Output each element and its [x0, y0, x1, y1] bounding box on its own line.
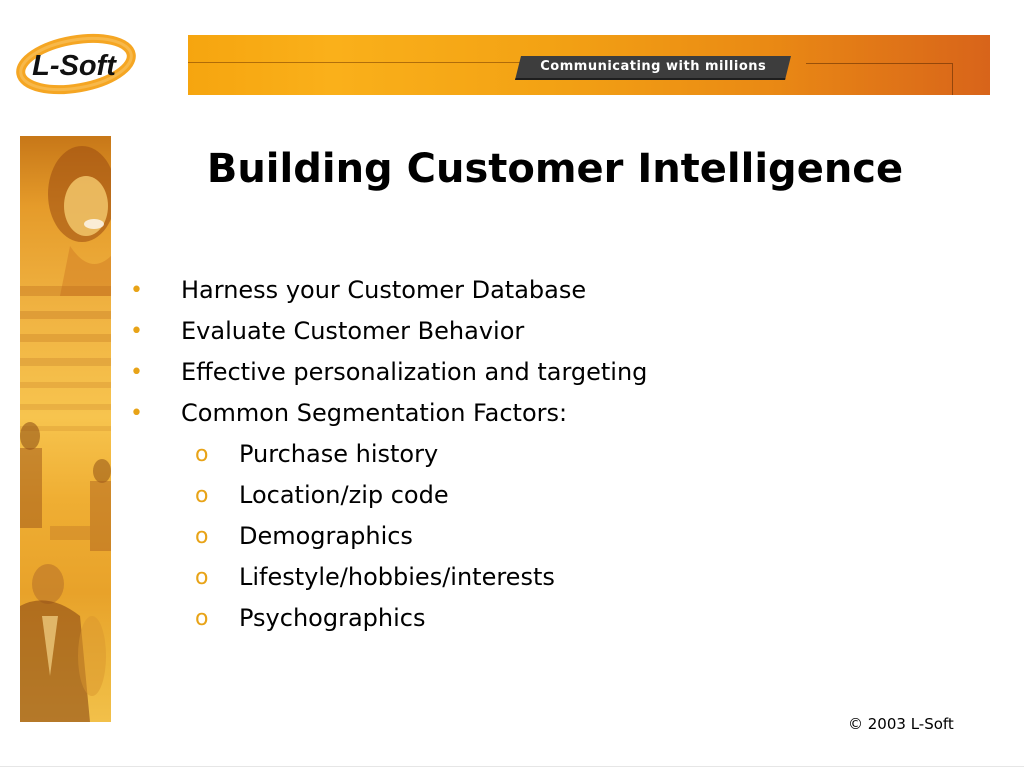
sub-list-item-text: Demographics	[239, 522, 413, 550]
sub-bullet-icon: o	[195, 524, 209, 549]
sub-list-item-text: Lifestyle/hobbies/interests	[239, 563, 555, 591]
list-item-text: Common Segmentation Factors:	[181, 399, 568, 427]
tagline-text: Communicating with millions	[540, 59, 767, 74]
list-item-text: Harness your Customer Database	[181, 276, 587, 304]
copyright-footer: © 2003 L-Soft	[848, 715, 954, 733]
logo-text: L-Soft	[32, 50, 117, 82]
banner-rule	[806, 63, 952, 64]
banner-rule	[952, 63, 953, 95]
bottom-divider	[0, 766, 1024, 767]
decorative-photo-strip	[20, 136, 111, 722]
sub-bullet-icon: o	[195, 483, 209, 508]
list-item: • Harness your Customer Database	[130, 270, 647, 311]
list-item: • Common Segmentation Factors:	[130, 393, 647, 434]
sub-list-item: o Lifestyle/hobbies/interests	[130, 557, 647, 598]
sub-list-item-text: Purchase history	[239, 440, 439, 468]
sub-list-item: o Location/zip code	[130, 475, 647, 516]
sub-list-item-text: Psychographics	[239, 604, 426, 632]
sub-bullet-icon: o	[195, 606, 209, 631]
list-item-text: Effective personalization and targeting	[181, 358, 648, 386]
bullet-icon: •	[130, 360, 143, 385]
banner-rule	[188, 62, 528, 63]
list-item: • Evaluate Customer Behavior	[130, 311, 647, 352]
sub-list-item-text: Location/zip code	[239, 481, 449, 509]
l-soft-logo: L-Soft	[16, 33, 136, 95]
people-collage-image	[20, 146, 111, 722]
sub-list-item: o Demographics	[130, 516, 647, 557]
sub-bullet-icon: o	[195, 565, 209, 590]
bullet-icon: •	[130, 319, 143, 344]
bullet-icon: •	[130, 278, 143, 303]
sub-list-item: o Purchase history	[130, 434, 647, 475]
header-banner: Communicating with millions	[188, 35, 990, 95]
list-item: • Effective personalization and targetin…	[130, 352, 647, 393]
bullet-list: • Harness your Customer Database • Evalu…	[130, 270, 647, 639]
sub-bullet-icon: o	[195, 442, 209, 467]
list-item-text: Evaluate Customer Behavior	[181, 317, 525, 345]
sub-list-item: o Psychographics	[130, 598, 647, 639]
bullet-icon: •	[130, 401, 143, 426]
tagline-badge: Communicating with millions	[515, 56, 792, 80]
slide-title: Building Customer Intelligence	[206, 146, 904, 192]
